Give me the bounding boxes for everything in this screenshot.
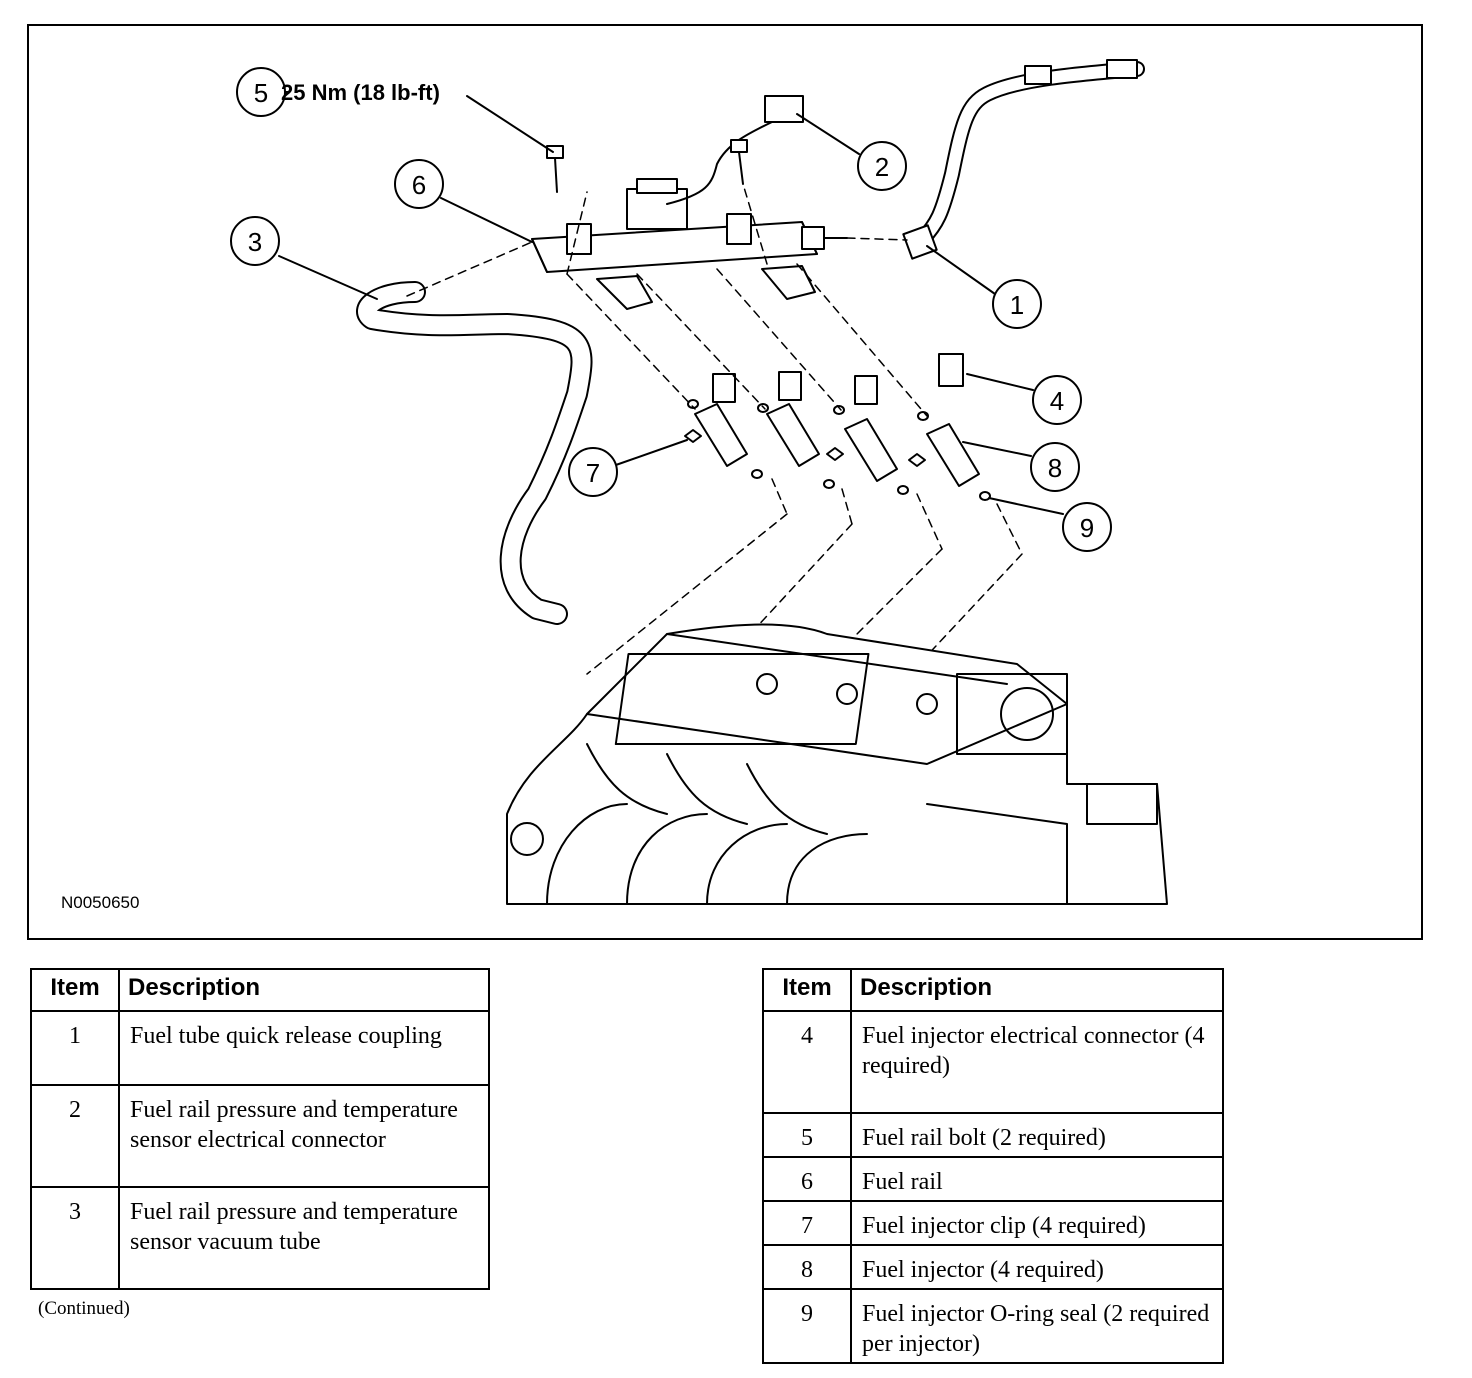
item-description: Fuel rail xyxy=(850,1156,1224,1202)
table-row: 1 Fuel tube quick release coupling xyxy=(30,1010,490,1086)
column-header-description: Description xyxy=(850,968,1224,1012)
table-row: 7 Fuel injector clip (4 required) xyxy=(762,1200,1224,1246)
item-number: 8 xyxy=(762,1244,852,1290)
exploded-view-diagram: 5 2 6 3 1 4 7 8 9 25 Nm (18 lb-ft) N0050… xyxy=(61,59,1168,912)
callout-circle-3 xyxy=(230,216,280,266)
item-description: Fuel injector O-ring seal (2 required pe… xyxy=(850,1288,1224,1364)
callout-4: 4 xyxy=(1050,386,1064,416)
item-description: Fuel rail bolt (2 required) xyxy=(850,1112,1224,1158)
item-description: Fuel injector electrical connector (4 re… xyxy=(850,1010,1224,1114)
injector-1 xyxy=(687,373,763,479)
legend-table-left: Item Description 1 Fuel tube quick relea… xyxy=(30,968,490,1290)
callout-circle-9 xyxy=(1062,502,1112,552)
item-description: Fuel rail pressure and temperature senso… xyxy=(118,1084,490,1188)
table-row: 5 Fuel rail bolt (2 required) xyxy=(762,1112,1224,1158)
callout-5: 5 xyxy=(254,78,268,108)
figure-id-label: N0050650 xyxy=(61,893,139,912)
callout-circle-6 xyxy=(394,159,444,209)
legend-table-right: Item Description 4 Fuel injector electri… xyxy=(762,968,1224,1364)
callout-circle-2 xyxy=(857,141,907,191)
item-description: Fuel injector (4 required) xyxy=(850,1244,1224,1290)
callout-circle-8 xyxy=(1030,442,1080,492)
callout-3: 3 xyxy=(248,227,262,257)
item-description: Fuel tube quick release coupling xyxy=(118,1010,490,1086)
table-row: 6 Fuel rail xyxy=(762,1156,1224,1202)
engine-block xyxy=(506,623,1168,905)
item-number: 9 xyxy=(762,1288,852,1364)
callout-8: 8 xyxy=(1048,453,1062,483)
callout-6: 6 xyxy=(412,170,426,200)
item-number: 7 xyxy=(762,1200,852,1246)
callout-circle-4 xyxy=(1032,375,1082,425)
callout-circle-1 xyxy=(992,279,1042,329)
callout-7: 7 xyxy=(586,458,600,488)
figure-frame xyxy=(27,24,1423,940)
fuel-rail xyxy=(531,178,848,310)
injector-4 xyxy=(917,353,991,501)
item-number: 4 xyxy=(762,1010,852,1114)
sensor-connector xyxy=(764,95,804,123)
injector-2 xyxy=(757,371,835,489)
callout-9: 9 xyxy=(1080,513,1094,543)
table-row: 8 Fuel injector (4 required) xyxy=(762,1244,1224,1290)
quick-release-coupling xyxy=(902,224,938,260)
item-number: 6 xyxy=(762,1156,852,1202)
item-number: 1 xyxy=(30,1010,120,1086)
table-row: 3 Fuel rail pressure and temperature sen… xyxy=(30,1186,490,1290)
item-description: Fuel rail pressure and temperature senso… xyxy=(118,1186,490,1290)
callout-circle-5 xyxy=(236,67,286,117)
column-header-item: Item xyxy=(762,968,852,1012)
continued-note: (Continued) xyxy=(38,1298,130,1319)
column-header-description: Description xyxy=(118,968,490,1012)
callout-2: 2 xyxy=(875,152,889,182)
item-number: 2 xyxy=(30,1084,120,1188)
item-number: 3 xyxy=(30,1186,120,1290)
legend-header-row: Item Description xyxy=(30,968,490,1012)
column-header-item: Item xyxy=(30,968,120,1012)
table-row: 9 Fuel injector O-ring seal (2 required … xyxy=(762,1288,1224,1364)
callout-1: 1 xyxy=(1010,290,1024,320)
table-row: 4 Fuel injector electrical connector (4 … xyxy=(762,1010,1224,1114)
callout-circle-7 xyxy=(568,447,618,497)
legend-header-row: Item Description xyxy=(762,968,1224,1012)
torque-spec-label: 25 Nm (18 lb-ft) xyxy=(281,80,440,105)
item-description: Fuel injector clip (4 required) xyxy=(850,1200,1224,1246)
item-number: 5 xyxy=(762,1112,852,1158)
table-row: 2 Fuel rail pressure and temperature sen… xyxy=(30,1084,490,1188)
injector-3 xyxy=(833,375,909,495)
